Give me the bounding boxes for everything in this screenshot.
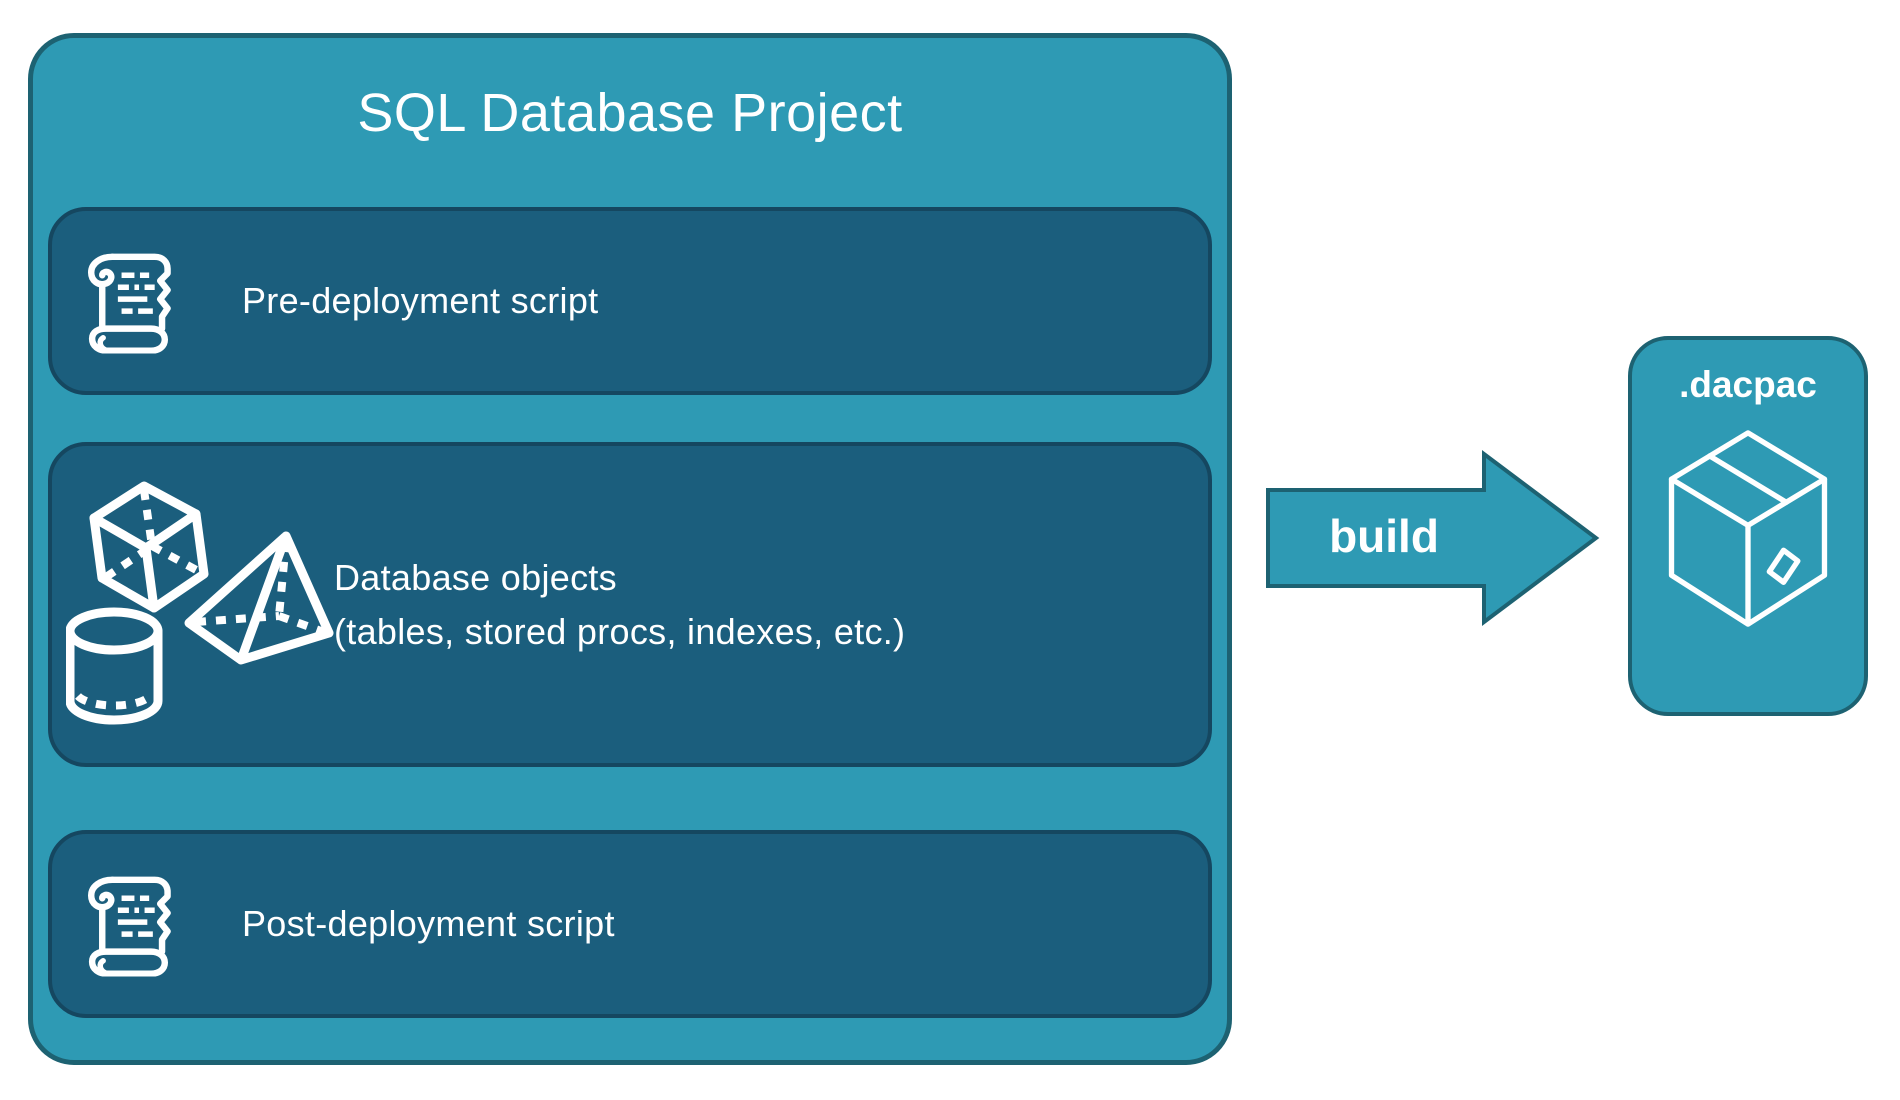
pre-deployment-label: Pre-deployment script bbox=[242, 280, 599, 321]
cube-icon bbox=[89, 481, 209, 613]
scroll-icon bbox=[87, 253, 171, 354]
build-label: build bbox=[1329, 510, 1439, 562]
post-deployment-row: Post-deployment script bbox=[48, 830, 1212, 1018]
scroll-icon bbox=[87, 876, 171, 977]
database-objects-row: Database objects (tables, stored procs, … bbox=[48, 442, 1212, 767]
sql-database-project-box: SQL Database Project Pre-deployment scri… bbox=[28, 33, 1232, 1065]
project-title: SQL Database Project bbox=[357, 83, 903, 143]
pre-deployment-row: Pre-deployment script bbox=[48, 207, 1212, 395]
arrow-right-icon bbox=[1266, 450, 1600, 626]
database-objects-label: Database objects (tables, stored procs, … bbox=[334, 551, 905, 659]
post-deployment-label: Post-deployment script bbox=[242, 903, 615, 944]
database-objects-icons bbox=[66, 481, 334, 725]
cylinder-icon bbox=[66, 607, 163, 725]
dacpac-label: .dacpac bbox=[1679, 364, 1817, 405]
package-icon bbox=[1668, 430, 1828, 627]
dacpac-box: .dacpac bbox=[1628, 336, 1868, 716]
database-objects-label-line2: (tables, stored procs, indexes, etc.) bbox=[334, 610, 906, 652]
database-objects-label-line1: Database objects bbox=[334, 556, 617, 598]
pyramid-icon bbox=[184, 531, 334, 665]
